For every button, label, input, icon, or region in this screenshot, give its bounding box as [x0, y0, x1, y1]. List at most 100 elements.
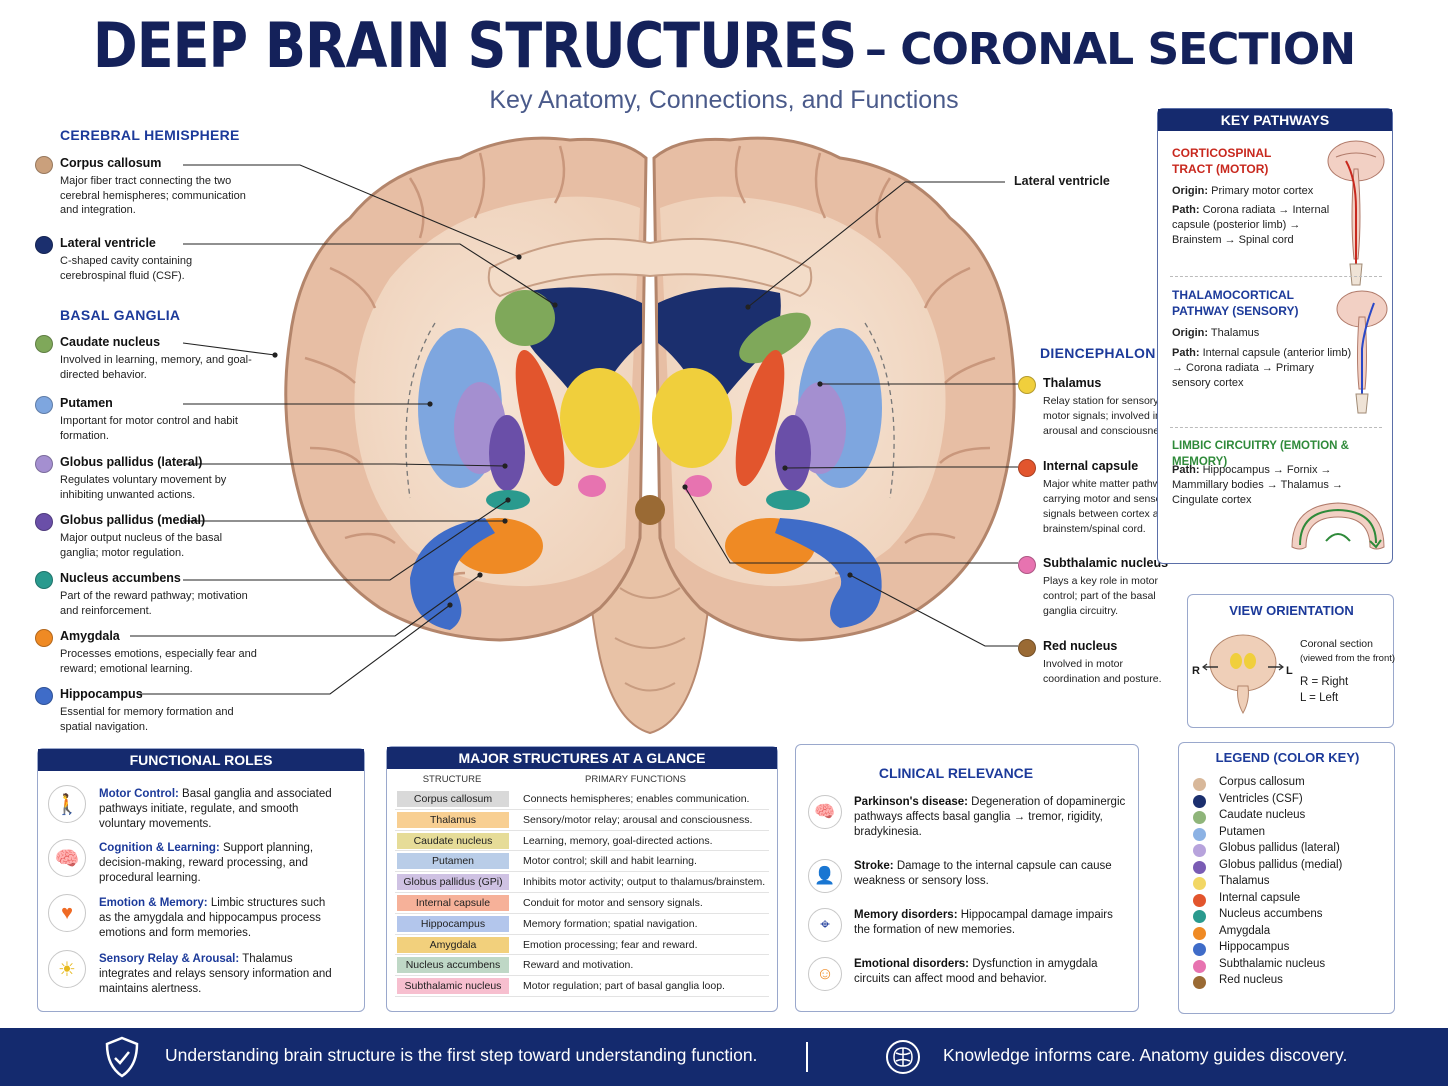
legend-swatch [1193, 860, 1206, 874]
label-name: Hippocampus [60, 687, 143, 701]
color-dot [35, 513, 53, 531]
footer-left-text: Understanding brain structure is the fir… [165, 1045, 758, 1065]
key-pathways-panel: KEY PATHWAYS CORTICOSPINAL TRACT (MOTOR)… [1157, 108, 1393, 564]
legend-label: Corpus callosum [1219, 776, 1305, 788]
legend-label: Nucleus accumbens [1219, 908, 1323, 920]
clinical-text: Stroke: Damage to the internal capsule c… [854, 859, 1130, 889]
orientation-right: R = Right [1300, 676, 1349, 688]
legend-label: Globus pallidus (medial) [1219, 858, 1343, 871]
function-cell: Emotion processing; fear and reward. [523, 938, 698, 951]
clinical-label: Memory disorders: [854, 909, 958, 921]
label-name: Caudate nucleus [60, 335, 161, 349]
color-dot [35, 571, 53, 589]
structure-cell: Nucleus accumbens [397, 957, 509, 974]
section-cerebral-hemisphere: CEREBRAL HEMISPHERE [60, 127, 240, 143]
table-row: Caudate nucleus Learning, memory, goal-di… [395, 831, 769, 852]
left-globus-pallidus-medial [489, 415, 525, 491]
path-label: Path: [1172, 204, 1200, 216]
legend-panel: LEGEND (COLOR KEY) Corpus callosum Ventr… [1178, 742, 1395, 1014]
major-structures-heading: MAJOR STRUCTURES AT A GLANCE [387, 747, 777, 769]
function-cell: Inhibits motor activity; output to thala… [523, 876, 766, 889]
legend-heading: LEGEND (COLOR KEY) [1215, 750, 1360, 765]
label-name: Putamen [60, 396, 113, 410]
structure-cell: Caudate nucleus [397, 832, 509, 849]
structure-cell: Subthalamic nucleus [397, 978, 509, 995]
legend-label: Subthalamic nucleus [1219, 957, 1326, 970]
major-structures-panel: MAJOR STRUCTURES AT A GLANCE STRUCTURE P… [386, 746, 778, 1012]
legend-label: Caudate nucleus [1219, 809, 1306, 821]
structure-cell: Putamen [397, 853, 509, 870]
color-dot [35, 396, 53, 414]
role-label: Motor Control: [99, 788, 179, 800]
color-dot [35, 629, 53, 647]
shield-icon [105, 1036, 139, 1078]
legend-swatch [1193, 959, 1206, 973]
origin-value: Thalamus [1210, 327, 1260, 339]
functional-roles-panel: FUNCTIONAL ROLES 🚶 Motor Control: Basal … [37, 748, 365, 1012]
role-text: Cognition & Learning: Support planning, … [99, 841, 339, 886]
orientation-brain-icon [1202, 634, 1284, 714]
label-name: Red nucleus [1043, 639, 1118, 653]
label-name: Thalamus [1043, 376, 1102, 390]
brain-icon: 🧠 [808, 795, 842, 829]
title-rest: – CORONAL SECTION [864, 24, 1356, 75]
clinical-text: Parkinson's disease: Degeneration of dop… [854, 795, 1130, 840]
color-dot [1018, 376, 1036, 394]
label-desc: Processes emotions, especially fear and … [60, 648, 257, 675]
label-desc: Part of the reward pathway; motivation a… [60, 590, 248, 617]
corticospinal-origin: Origin: Primary motor cortex [1172, 184, 1332, 199]
legend-label: Hippocampus [1219, 941, 1290, 953]
brain-globe-icon [886, 1040, 920, 1074]
structures-table: STRUCTURE PRIMARY FUNCTIONS Corpus callo… [395, 771, 769, 997]
legend-label: Amygdala [1219, 924, 1271, 937]
corticospinal-title: CORTICOSPINAL TRACT (MOTOR) [1172, 146, 1272, 176]
label-desc: C-shaped cavity containing cerebrospinal… [60, 255, 193, 282]
legend-label: Internal capsule [1219, 891, 1301, 904]
legend-swatch [1193, 926, 1206, 940]
legend-swatch [1193, 943, 1206, 956]
legend-swatch [1193, 844, 1206, 857]
page-title: DEEP BRAIN STRUCTURES – CORONAL SECTION [0, 9, 1448, 81]
function-cell: Memory formation; spatial navigation. [523, 917, 698, 930]
col-structure: STRUCTURE [422, 774, 482, 785]
clinical-label: Stroke: [854, 860, 894, 872]
title-main: DEEP BRAIN STRUCTURES [92, 9, 857, 82]
r-letter: R [1192, 665, 1200, 677]
legend-label: Red nucleus [1219, 974, 1283, 986]
table-header: STRUCTURE PRIMARY FUNCTIONS [395, 771, 769, 789]
label-desc: Major fiber tract connecting the two cer… [60, 175, 246, 216]
page-subtitle: Key Anatomy, Connections, and Functions [489, 86, 959, 114]
path-value: Corona radiata → Internal capsule (poste… [1172, 204, 1330, 246]
function-cell: Learning, memory, goal-directed actions. [523, 834, 713, 847]
legend-swatch [1193, 910, 1206, 923]
label-desc: Regulates voluntary movement by inhibiti… [60, 474, 227, 501]
clinical-description: Dysfunction in amygdala circuits can aff… [854, 958, 1098, 985]
corticospinal-brain-icon [1327, 140, 1385, 286]
red-nucleus [635, 495, 665, 525]
clinical-relevance-panel: CLINICAL RELEVANCE 🧠 Parkinson's disease… [795, 744, 1139, 1012]
label-desc: Involved in motor coordination and postu… [1043, 658, 1162, 685]
coronal-brain-illustration [284, 136, 1016, 735]
thalamocortical-origin: Origin: Thalamus [1172, 326, 1332, 341]
footer-divider [806, 1042, 808, 1072]
clinical-description: Damage to the internal capsule can cause… [854, 860, 1112, 887]
functional-roles-heading: FUNCTIONAL ROLES [38, 749, 364, 771]
col-primary-functions: PRIMARY FUNCTIONS [585, 774, 686, 785]
legend-swatch [1193, 811, 1206, 824]
role-description: Support planning, decision-making, rewar… [99, 842, 314, 884]
label-desc: Involved in learning, memory, and goal-d… [60, 354, 252, 381]
head-profile-icon: 👤 [808, 859, 842, 893]
left-internal-capsule [515, 349, 565, 487]
function-cell: Motor control; skill and habit learning. [523, 855, 697, 868]
role-description: Limbic structures such as the amygdala a… [99, 897, 326, 939]
label-name: Internal capsule [1043, 459, 1139, 473]
corticospinal-path: Path: Corona radiata → Internal capsule … [1172, 203, 1347, 248]
path-label: Path: [1172, 347, 1200, 359]
sun-icon: ☀ [48, 950, 86, 988]
label-name: Lateral ventricle [60, 236, 156, 250]
clinical-text: Memory disorders: Hippocampal damage imp… [854, 908, 1130, 938]
path-value: Hippocampus → Fornix → Mammillary bodies… [1172, 464, 1343, 506]
